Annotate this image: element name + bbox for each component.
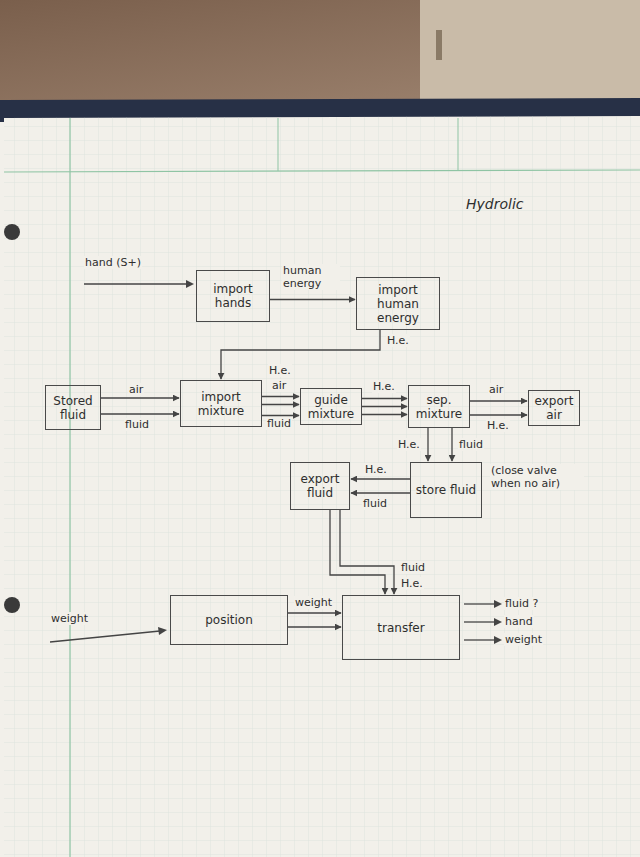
flow-label: air	[128, 383, 144, 396]
flow-label: fluid	[362, 497, 388, 510]
box-text: store fluid	[416, 483, 476, 497]
flow-arrow	[362, 414, 407, 415]
flow-label: fluid	[124, 418, 150, 431]
flow-arrow	[270, 299, 355, 300]
process-box: import hands	[196, 270, 270, 322]
flow-arrow	[470, 414, 527, 415]
process-box: Stored fluid	[45, 385, 101, 430]
box-text: import hands	[201, 282, 265, 310]
box-text: position	[205, 613, 253, 627]
box-text: export air	[533, 394, 575, 422]
flow-label: H.e.	[386, 334, 410, 347]
box-text: Stored fluid	[50, 394, 96, 422]
flow-arrow	[362, 406, 407, 407]
process-box: import human energy	[356, 277, 440, 330]
flow-label: fluid	[266, 417, 292, 430]
flow-label: H.e.	[397, 438, 421, 451]
flow-arrow	[288, 626, 341, 627]
process-box: sep. mixture	[408, 385, 470, 428]
process-box: guide mixture	[300, 388, 362, 425]
flow-label: weight	[294, 596, 333, 609]
note-label: weight	[50, 612, 89, 625]
flow-arrow	[427, 428, 428, 461]
flow-arrow	[221, 330, 380, 379]
box-text: export fluid	[295, 472, 345, 500]
flow-label: H.e.	[372, 380, 396, 393]
process-box: store fluid	[410, 462, 482, 518]
flow-label: H.e.	[268, 364, 292, 377]
process-box: export fluid	[290, 462, 350, 510]
flow-label: H.e.	[400, 577, 424, 590]
note-label: hand (S+)	[84, 256, 142, 269]
note-label: hand	[504, 615, 534, 628]
process-box: transfer	[342, 595, 460, 660]
note-label: (close valve when no air)	[490, 464, 584, 490]
box-text: import mixture	[185, 390, 257, 418]
box-text: sep. mixture	[413, 393, 465, 421]
flow-arrow	[362, 398, 407, 399]
flow-arrow	[262, 415, 299, 416]
flow-arrow	[351, 478, 410, 479]
flow-arrow	[262, 404, 299, 405]
box-text: guide mixture	[305, 393, 357, 421]
flow-arrow	[101, 413, 179, 414]
flow-arrow	[288, 612, 341, 613]
flow-arrow	[262, 396, 299, 397]
flow-label: air	[488, 383, 504, 396]
flow-arrow	[330, 510, 385, 594]
flow-label: H.e.	[364, 463, 388, 476]
process-box: import mixture	[180, 380, 262, 427]
process-box: position	[170, 595, 288, 645]
diagram-title: Hydrolic	[466, 196, 524, 212]
flow-arrow	[101, 397, 179, 398]
flow-label: air	[271, 379, 287, 392]
flow-arrow	[351, 492, 410, 493]
process-box: export air	[528, 390, 580, 426]
flow-label: fluid	[458, 438, 484, 451]
flow-arrow	[451, 428, 452, 461]
flow-label: H.e.	[486, 419, 510, 432]
box-text: transfer	[377, 621, 424, 635]
note-label: fluid ?	[504, 597, 539, 610]
flow-label: fluid	[400, 561, 426, 574]
box-text: import human energy	[361, 283, 435, 325]
flow-arrow	[340, 510, 394, 594]
note-label: weight	[504, 633, 543, 646]
flow-label: human energy	[282, 264, 340, 290]
flow-arrow	[470, 400, 527, 401]
